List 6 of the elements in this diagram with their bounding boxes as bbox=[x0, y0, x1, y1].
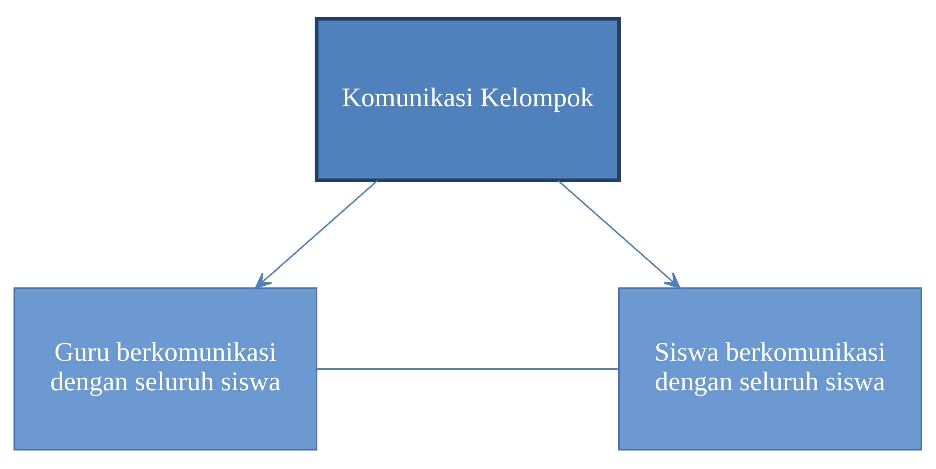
node-box: Siswa berkomunikasi dengan seluruh siswa bbox=[618, 288, 922, 451]
node-box: Guru berkomunikasi dengan seluruh siswa bbox=[14, 288, 318, 451]
arrow bbox=[255, 180, 378, 289]
node-box: Komunikasi Kelompok bbox=[314, 17, 622, 182]
connector bbox=[317, 368, 620, 370]
arrow bbox=[558, 180, 681, 289]
